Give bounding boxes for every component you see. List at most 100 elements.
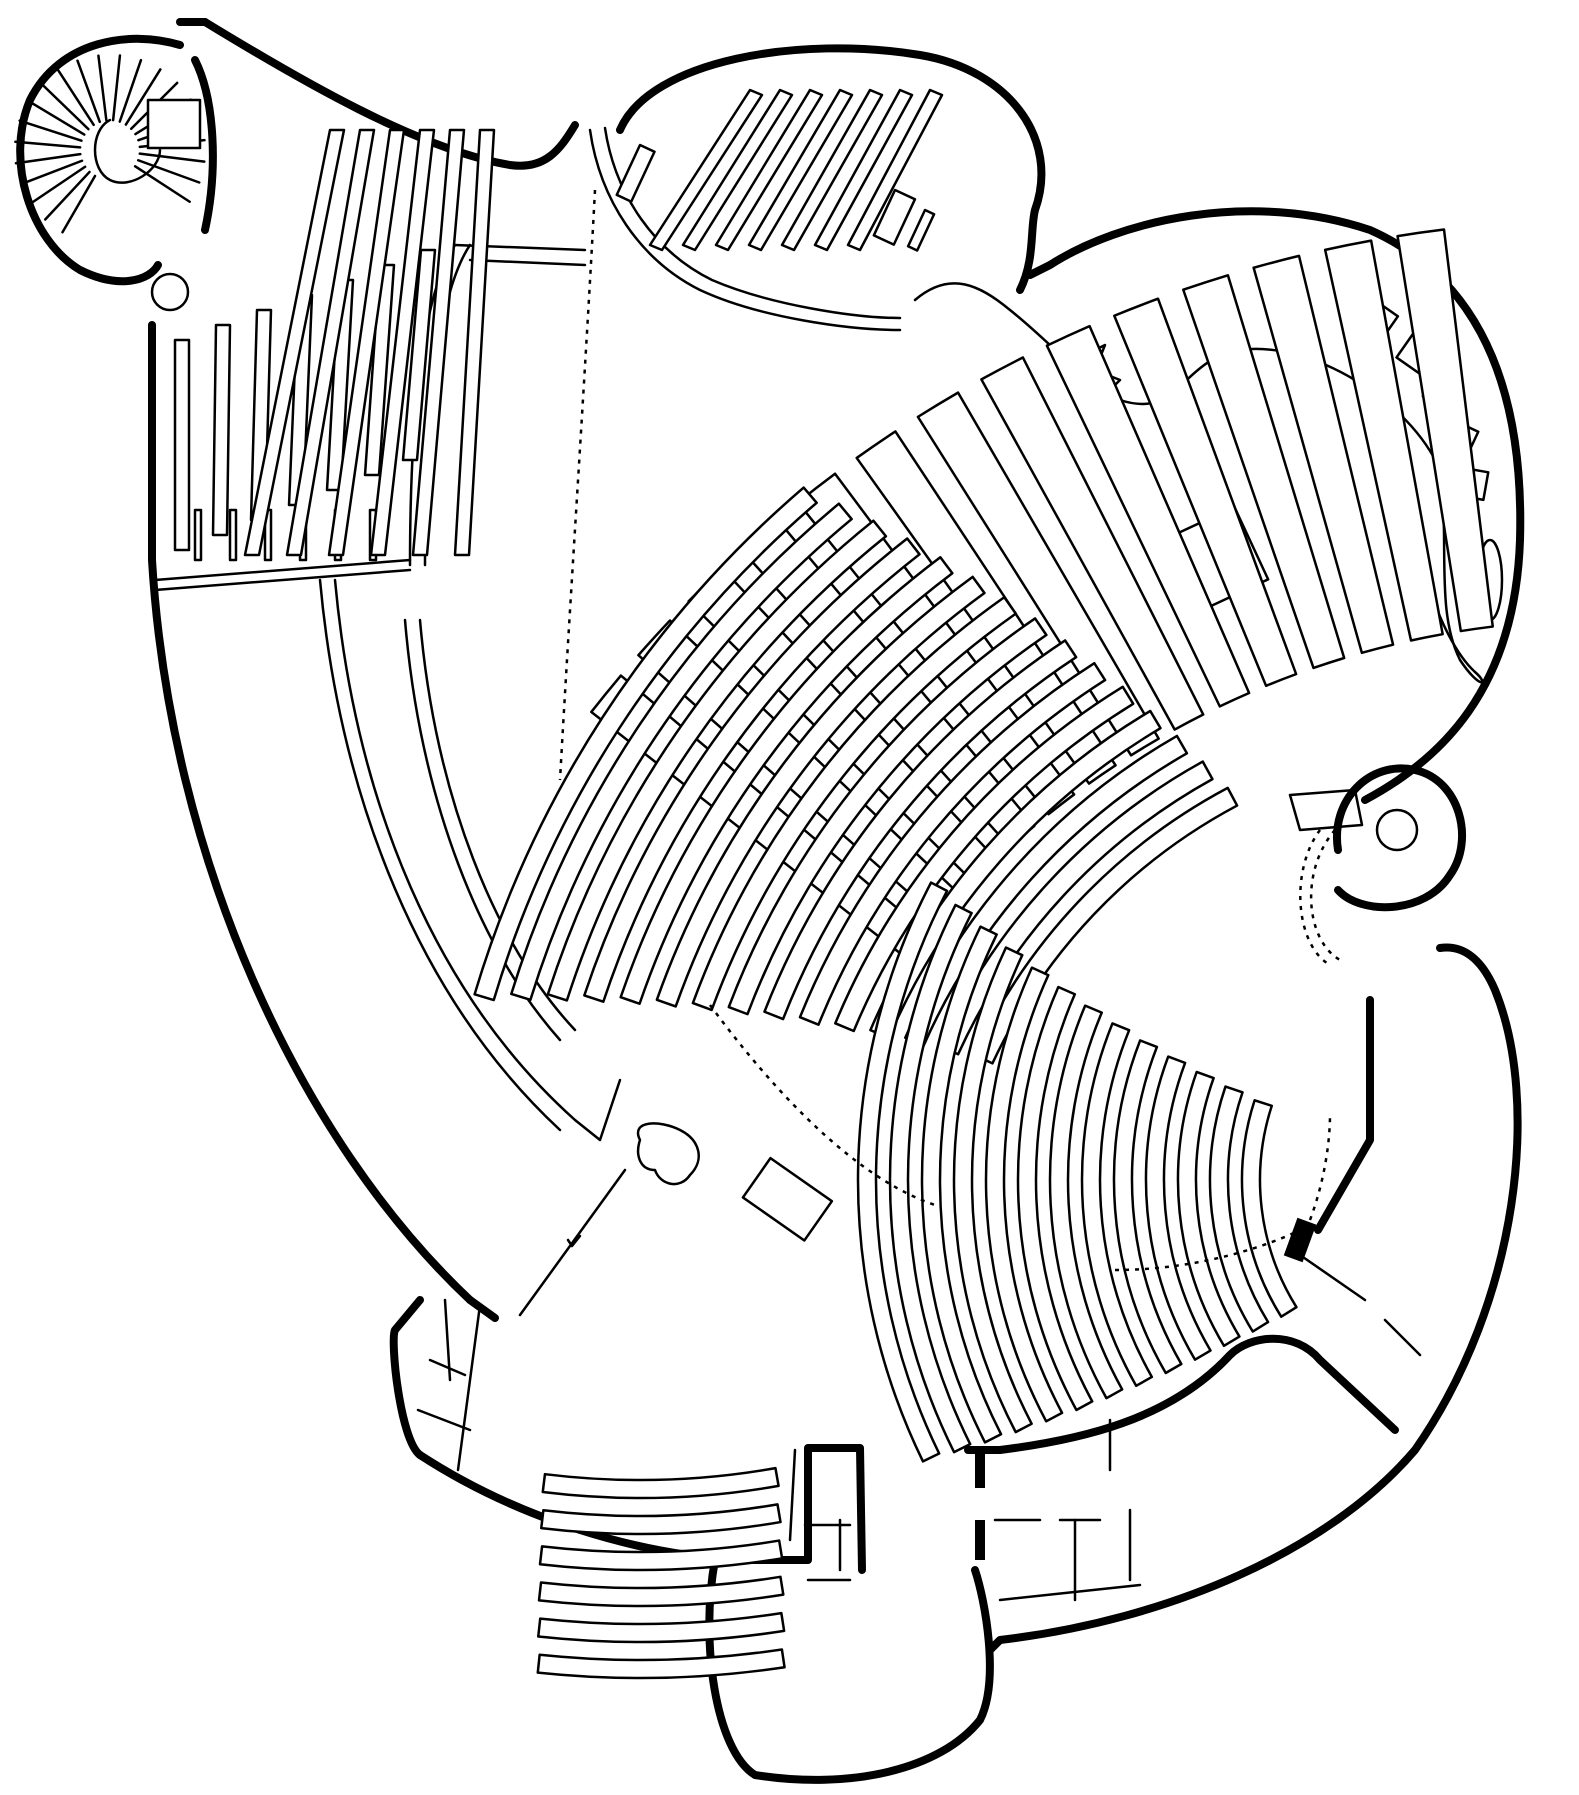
stair-step: [138, 152, 206, 163]
seat-row: [938, 760, 1214, 1056]
stair-tower-wall-right: [191, 56, 217, 234]
seat-row: [1252, 254, 1395, 655]
cloak-right-1: [788, 1448, 797, 1542]
cloak-line-3: [443, 1298, 452, 1382]
stair-step: [43, 170, 91, 221]
seat-row: [780, 88, 884, 252]
stair-step: [111, 54, 122, 122]
seat-row: [537, 1611, 786, 1644]
seat-block-d: [536, 1466, 786, 1680]
aisle-balcony-rail: [153, 558, 412, 592]
seat-row: [813, 88, 914, 252]
stair-step: [27, 99, 86, 136]
seat-row: [1182, 274, 1346, 670]
seat-row: [1080, 1022, 1154, 1388]
seat-row: [228, 508, 238, 562]
seat-row: [648, 88, 764, 252]
seat-row: [1113, 297, 1298, 688]
seat-row: [327, 128, 406, 557]
wall-southeast-inner: [964, 1334, 1399, 1454]
stair-tower: [14, 34, 217, 312]
east-tower-wall: [1332, 764, 1467, 912]
east-tower-door-arc: [1309, 829, 1341, 962]
wall-east: [1026, 207, 1525, 804]
stair-step: [20, 159, 84, 186]
seat-row: [369, 128, 436, 557]
east-tower: [1283, 764, 1467, 1357]
seat-row: [856, 881, 949, 1463]
seat-row: [798, 661, 1107, 1026]
seat-row: [952, 946, 1033, 1434]
seat-row: [916, 391, 1160, 757]
seat-row: [980, 356, 1205, 731]
stair-step: [14, 140, 82, 149]
seat-row: [973, 786, 1239, 1065]
lobby-fixtures: [416, 1122, 1142, 1602]
wall-southeast: [986, 943, 1522, 1654]
stair-step: [61, 174, 97, 234]
stair-landing: [146, 98, 202, 150]
stair-step: [29, 165, 87, 205]
wall-east-corridor: [1314, 996, 1374, 1234]
column-north: [150, 272, 190, 312]
dash-stage-edge-3: [1308, 1114, 1332, 1221]
stair-step: [136, 159, 201, 184]
seat-row: [727, 617, 1048, 1016]
stair-step: [133, 165, 191, 203]
stair-step: [118, 58, 143, 123]
seat-row: [401, 248, 437, 462]
seat-row: [193, 508, 203, 562]
room-wall-stub-2: [975, 1520, 985, 1560]
seat-row: [211, 323, 232, 537]
cloak-line-1: [428, 1358, 467, 1377]
seat-row: [473, 486, 818, 1002]
room-line-6: [998, 1583, 1142, 1602]
seat-row: [691, 596, 1018, 1012]
aisle-wall-inner-2: [418, 618, 577, 1032]
stage-dashed-lines: [708, 1004, 1332, 1272]
stair-tower-wall: [16, 34, 184, 286]
stair-step: [97, 54, 108, 122]
seat-row: [1396, 228, 1495, 633]
cloak-line-2: [416, 1408, 472, 1432]
lobby-arc: [588, 128, 902, 332]
stair-newel: [93, 118, 162, 184]
seat-row: [1144, 1055, 1212, 1361]
lobby-desk: [741, 1156, 834, 1242]
stair-step: [57, 69, 95, 127]
stair-step: [124, 68, 162, 126]
seat-row: [1208, 1085, 1270, 1333]
aisle-wall-outer: [318, 578, 562, 1132]
dash-stage-edge-1: [708, 1004, 936, 1207]
seat-row: [540, 1503, 782, 1536]
seat-row: [655, 575, 986, 1008]
aisle-wall-outer-2: [333, 578, 577, 1122]
seat-block-c: [856, 881, 1298, 1463]
stair-step: [18, 119, 83, 142]
wall-block-east: [1283, 1217, 1317, 1263]
seat-block-balcony-left: [173, 248, 437, 552]
seat-row: [1323, 239, 1444, 642]
seat-row: [453, 128, 496, 557]
small-mark: [566, 1234, 582, 1248]
aisle-lower-corner: [573, 1078, 622, 1142]
corridor-line-1: [1298, 1253, 1367, 1302]
seat-blocks: [173, 88, 1495, 1680]
seat-block-b: [473, 486, 1239, 1065]
seat-row: [538, 1539, 784, 1572]
stair-step: [40, 82, 90, 131]
sculpture: [636, 1122, 700, 1186]
seat-row: [536, 1648, 786, 1680]
seat-row: [583, 537, 921, 1003]
balcony-box: [615, 143, 656, 203]
seat-row: [888, 903, 973, 1454]
seat-row: [1240, 1099, 1298, 1318]
seat-row: [510, 502, 853, 1002]
seat-block-balcony-top: [615, 88, 944, 252]
diagonal-wall: [518, 1168, 627, 1317]
east-tower-step: [1288, 788, 1364, 832]
seat-row: [984, 966, 1064, 1423]
seat-row: [285, 128, 376, 557]
seat-row: [1176, 1070, 1241, 1348]
